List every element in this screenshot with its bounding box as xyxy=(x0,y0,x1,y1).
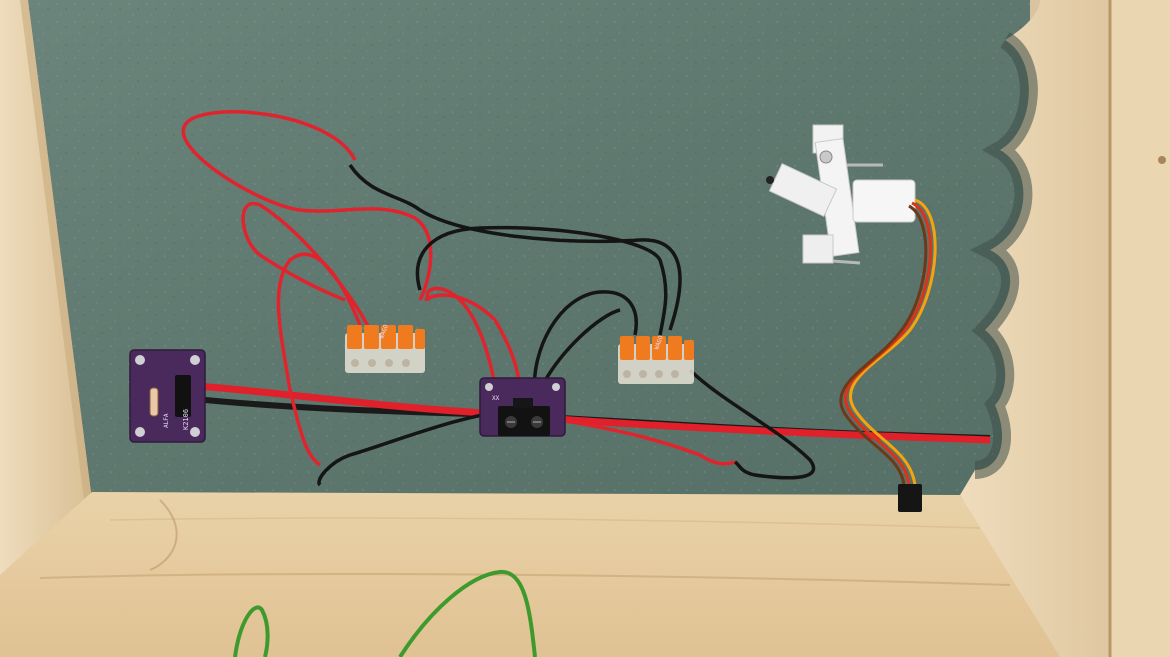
black-wires xyxy=(317,164,816,487)
wago-connector-left: WAGO xyxy=(345,323,425,373)
wago-right-label: WAGO xyxy=(653,334,665,350)
servo-motor-assembly xyxy=(766,124,916,265)
left-wood-wall xyxy=(0,0,92,575)
red-wires xyxy=(181,110,736,467)
center-pcb-module: XX xyxy=(479,377,566,437)
right-wood-wall xyxy=(960,0,1170,657)
servo-cable xyxy=(839,198,937,512)
wood-floor xyxy=(0,492,1060,657)
center-pcb-text: XX xyxy=(492,395,500,402)
left-pcb-module: K2106 ALFA xyxy=(129,349,206,443)
green-wire xyxy=(233,569,537,657)
left-pcb-text-2: ALFA xyxy=(163,413,170,428)
left-pcb-text-1: K2106 xyxy=(182,409,190,430)
wago-left-label: WAGO xyxy=(378,323,390,339)
wago-connector-right: WAGO xyxy=(618,334,694,384)
